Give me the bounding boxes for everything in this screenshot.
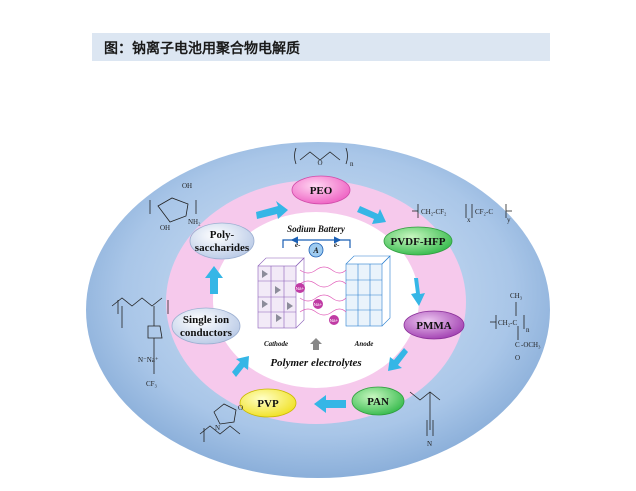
pmma-n-label: n	[526, 326, 530, 334]
node-pmma: PMMA	[403, 310, 465, 340]
structure-pvdf-hfp	[412, 204, 512, 218]
structure-pmma	[490, 302, 525, 340]
ammeter-icon	[308, 242, 324, 258]
arrow-single-to-poly	[205, 266, 223, 294]
pvdf-unit-1: CH₂-CF₂	[421, 208, 447, 216]
polysaccharide-oh-2: OH	[160, 224, 170, 232]
node-peo: PEO	[291, 175, 351, 205]
ammeter-label: A	[312, 246, 319, 255]
sodium-ions: Na+ Na+ Na+	[295, 283, 339, 325]
na-ion-label-1: Na+	[296, 286, 305, 291]
node-polysaccharides: Poly- saccharides	[189, 222, 255, 260]
up-arrow-icon	[310, 338, 322, 350]
anode-lattice	[345, 255, 391, 327]
node-pvdf-hfp-label: PVDF-HFP	[391, 236, 446, 248]
structure-polysaccharide	[149, 197, 197, 223]
peo-o-label: O	[317, 159, 322, 167]
arrow-peo-to-pvdf	[357, 206, 386, 224]
single-ion-cf3-label: CF₃	[146, 380, 158, 388]
circuit-wire	[282, 239, 351, 248]
pvp-o-label: O	[238, 404, 243, 412]
node-poly-label-1: Poly-	[210, 229, 235, 241]
polysaccharide-oh-1: OH	[182, 182, 192, 190]
node-pvp: PVP	[239, 388, 297, 418]
peo-n-label: n	[350, 160, 354, 168]
structure-pvp	[199, 403, 241, 442]
title-bar: 图：钠离子电池用聚合物电解质	[92, 33, 550, 61]
battery-illustration: Sodium Battery e- e- A	[257, 224, 391, 369]
arrow-pvp-to-single	[232, 356, 249, 377]
electrolyte-chains	[299, 266, 347, 316]
cathode-label: Cathode	[264, 340, 288, 348]
pmma-och3-label: -OCH₃	[521, 341, 541, 349]
polysaccharide-nh2: NH₂	[188, 218, 201, 226]
structure-single-ion	[111, 297, 169, 374]
arrow-pan-to-pvp	[314, 395, 346, 413]
pvdf-x-label: x	[467, 216, 471, 224]
pvp-n-label: N	[215, 424, 220, 432]
arrow-pmma-to-pan	[388, 348, 408, 371]
na-ion-label-2: Na+	[314, 302, 323, 307]
structure-peo	[294, 147, 348, 165]
node-peo-label: PEO	[310, 185, 333, 197]
arrow-pvdf-to-pmma	[411, 278, 425, 306]
cycle-arrows	[205, 201, 425, 413]
node-pan-label: PAN	[367, 396, 389, 408]
electron-label-left: e-	[295, 241, 301, 249]
sodium-battery-label: Sodium Battery	[287, 224, 346, 234]
node-pan: PAN	[351, 386, 405, 416]
structure-pan	[409, 391, 441, 436]
page-title: 图：钠离子电池用聚合物电解质	[104, 41, 300, 57]
pmma-ch2-label: CH₂-C	[498, 319, 517, 327]
pmma-o-label: O	[515, 354, 520, 362]
pvdf-y-label: y	[507, 216, 511, 224]
arrow-poly-to-peo	[256, 201, 288, 219]
node-single-ion-label-2: conductors	[180, 327, 233, 339]
node-pvp-label: PVP	[257, 398, 279, 410]
electron-label-right: e-	[334, 241, 340, 249]
cathode-polyhedra	[262, 270, 293, 322]
node-pvdf-hfp: PVDF-HFP	[383, 226, 453, 256]
na-ion-label-3: Na+	[330, 318, 339, 323]
node-poly-label-2: saccharides	[195, 242, 250, 254]
pmma-ch3-label: CH₃	[510, 292, 523, 300]
single-ion-na-label: N⁻Na⁺	[138, 356, 159, 364]
polymer-electrolytes-label: Polymer electrolytes	[270, 357, 361, 369]
node-pmma-label: PMMA	[416, 320, 451, 332]
pan-n-label: N	[427, 440, 432, 448]
node-single-ion: Single ion conductors	[171, 307, 241, 345]
node-single-ion-label-1: Single ion	[183, 314, 229, 326]
anode-label: Anode	[354, 340, 374, 348]
pmma-c-label: C	[515, 341, 520, 349]
pvdf-unit-2: CF₂-C	[475, 208, 493, 216]
